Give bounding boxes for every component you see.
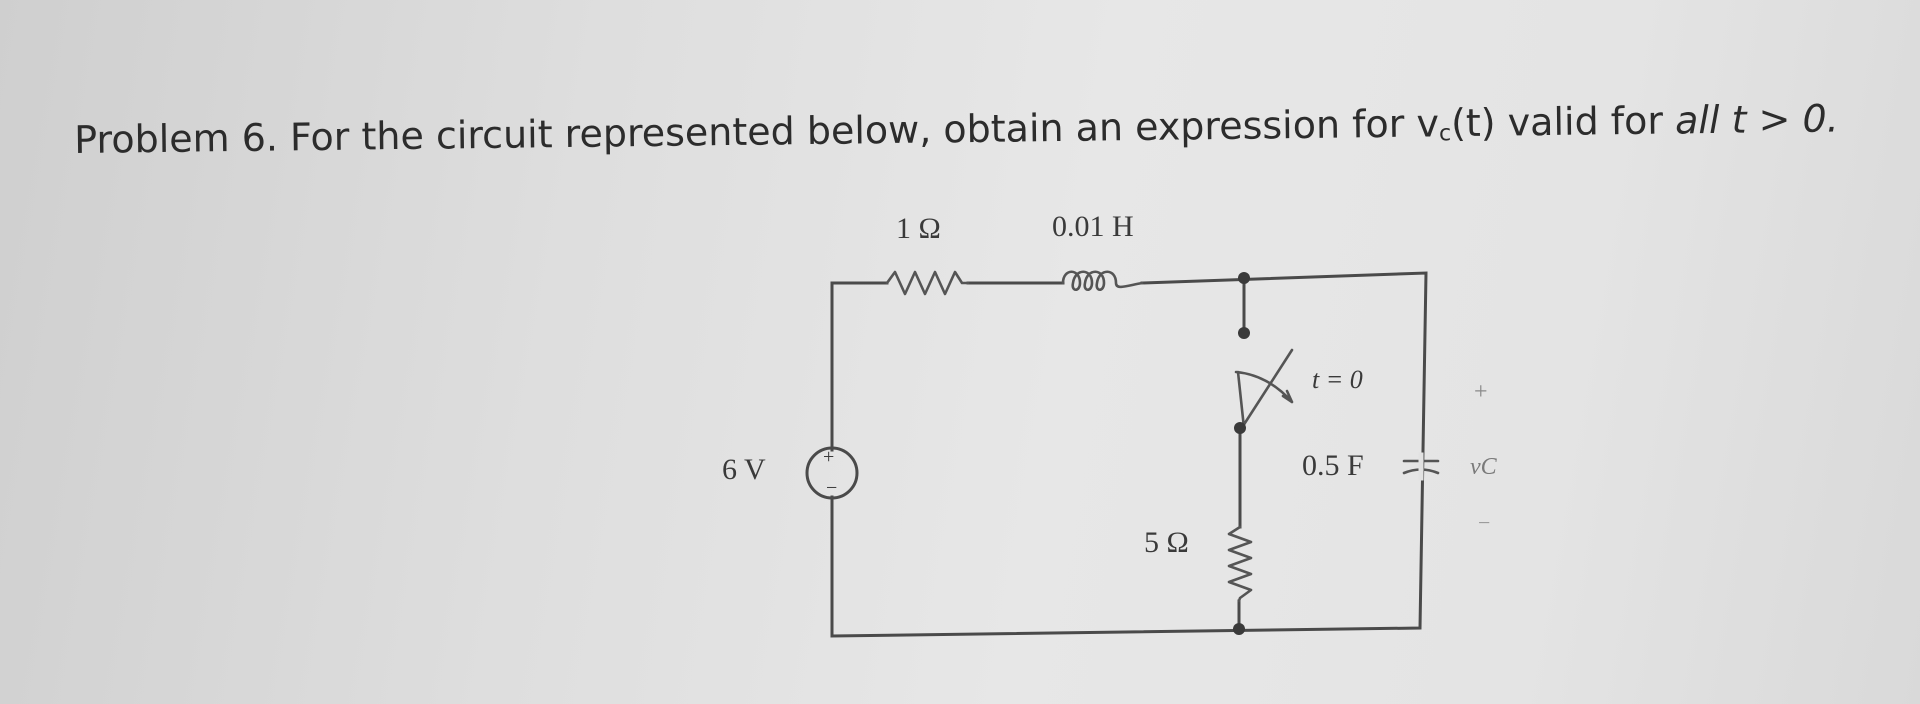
inductor-label: 0.01 H	[1052, 210, 1134, 243]
switch-bottom-terminal	[1234, 422, 1246, 434]
wire-left-top	[830, 281, 889, 452]
inductor-0-01h	[1061, 270, 1144, 292]
resistor-1-label: 1 Ω	[896, 212, 941, 245]
cap-plus: +	[1474, 379, 1488, 405]
junction-top	[1238, 272, 1250, 284]
switch-blade	[1241, 348, 1294, 428]
source-minus: −	[826, 477, 837, 499]
resistor-5-label: 5 Ω	[1144, 526, 1189, 559]
resistor-5-ohm	[1227, 525, 1253, 603]
switch-label: t = 0	[1312, 365, 1363, 394]
cap-minus: −	[1478, 510, 1490, 535]
circuit-wires	[830, 271, 1428, 638]
source-label: 6 V	[722, 453, 766, 486]
capacitor-label: 0.5 F	[1302, 449, 1364, 482]
switch-top-terminal	[1238, 327, 1250, 339]
resistor-1-ohm	[885, 270, 970, 296]
wire-top-right	[830, 271, 1428, 638]
junction-bottom	[1233, 623, 1245, 635]
voltage-source-6v	[805, 446, 859, 500]
switch-arrow	[1234, 370, 1294, 404]
cap-voltage-label: vC	[1470, 454, 1498, 480]
switch-t0	[1236, 370, 1246, 430]
source-plus: +	[823, 446, 834, 468]
